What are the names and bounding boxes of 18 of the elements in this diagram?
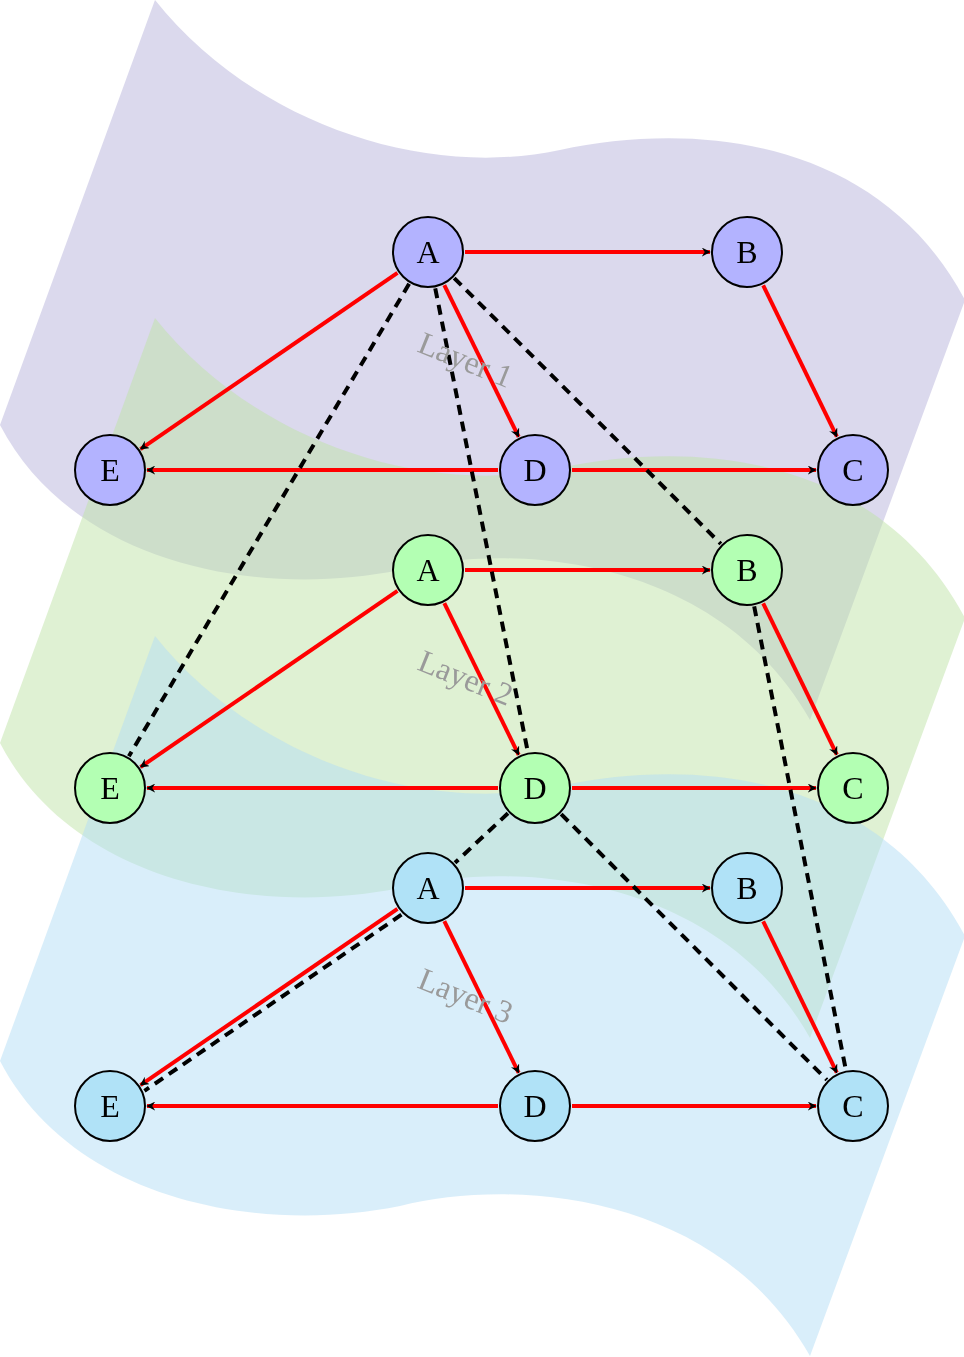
connector-line (559, 812, 829, 1082)
arrow (465, 565, 711, 575)
arrow (146, 1101, 498, 1111)
arrow (146, 783, 498, 793)
arrow (465, 247, 711, 257)
arrow (572, 1101, 817, 1111)
arrow (139, 589, 399, 769)
layer-label: Layer 2 (414, 644, 518, 711)
arrow (465, 883, 711, 893)
arrow (572, 465, 817, 475)
arrow (139, 271, 399, 451)
connector-line (452, 276, 723, 546)
layer-label: Layer 1 (414, 326, 518, 393)
arrow (572, 783, 817, 793)
connector-line (453, 811, 510, 865)
arrow (146, 465, 498, 475)
connector-line (127, 282, 411, 758)
layer-label: Layer 3 (414, 962, 518, 1029)
